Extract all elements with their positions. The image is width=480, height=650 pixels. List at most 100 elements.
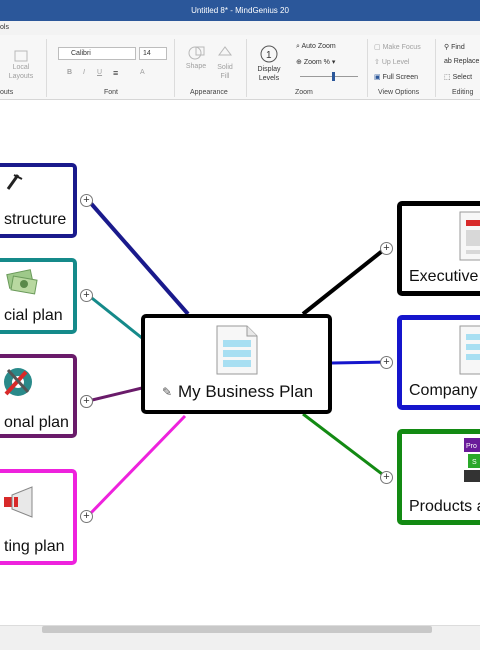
connector-left-1: [86, 198, 190, 316]
auto-zoom-label: Auto Zoom: [301, 43, 336, 50]
display-levels-icon: 1: [260, 45, 278, 63]
display-levels-label: Display Levels: [257, 66, 281, 82]
expand-button-executive-summary[interactable]: +: [380, 242, 393, 255]
product-puzzle-icon: Pro S: [464, 438, 480, 482]
mind-map-canvas[interactable]: ✎ My Business Plan + structure + cial pl…: [0, 101, 480, 625]
group-label-font: Font: [104, 89, 119, 96]
separator: [174, 39, 175, 97]
separator: [367, 39, 368, 97]
font-size-select[interactable]: 14: [139, 47, 167, 60]
branch-label-company: Company: [409, 382, 478, 399]
italic-button[interactable]: I: [83, 69, 85, 76]
document-icon: [459, 211, 480, 261]
make-focus-button[interactable]: ▢ Make Focus: [374, 43, 421, 51]
font-name-value: Calibri: [71, 50, 91, 57]
local-layouts-label: Local Layouts: [8, 64, 34, 80]
zoom-percent-button[interactable]: ⊕ Zoom % ▾: [296, 58, 335, 66]
branch-label-structure: structure: [4, 211, 67, 228]
title-bar: Untitled 8* - MindGenius 20: [0, 0, 480, 21]
select-button[interactable]: ⬚ Select: [444, 73, 472, 81]
branch-label-financial-plan: cial plan: [4, 307, 63, 324]
ribbon-tab-strip: ols: [0, 21, 480, 35]
svg-text:Pro: Pro: [466, 443, 477, 450]
group-label-appearance: Appearance: [190, 89, 228, 96]
connector-right-3: [302, 412, 387, 479]
solid-fill-button[interactable]: Solid Fill: [212, 43, 238, 81]
up-level-icon: ⇧: [374, 59, 380, 66]
shape-icon: [188, 46, 205, 60]
status-bar: [0, 625, 480, 650]
expand-button-operational-plan[interactable]: +: [80, 395, 93, 408]
connector-right-1: [301, 246, 388, 316]
expand-button-financial-plan[interactable]: +: [80, 289, 93, 302]
tab-tools-partial[interactable]: ols: [0, 24, 9, 31]
connector-right-2: [331, 360, 387, 365]
zoom-percent-label: Zoom %: [303, 59, 330, 66]
group-label-view-options: View Options: [378, 89, 420, 96]
central-topic-node[interactable]: ✎ My Business Plan: [141, 314, 332, 414]
ribbon: Local Layouts outs Calibri 14 B I U ≡ A …: [0, 35, 480, 100]
branch-node-executive-summary[interactable]: Executive: [397, 201, 480, 296]
font-size-value: 14: [143, 50, 151, 57]
zoom-slider-thumb[interactable]: [332, 72, 335, 81]
expand-button-products[interactable]: +: [380, 471, 393, 484]
replace-button[interactable]: ab Replace: [444, 58, 479, 65]
money-icon: [6, 269, 38, 295]
shape-button[interactable]: Shape: [184, 43, 208, 70]
connector-left-3: [87, 386, 143, 403]
branch-node-structure[interactable]: structure: [0, 163, 77, 238]
find-button[interactable]: ⚲ Find: [444, 43, 465, 51]
branch-node-company[interactable]: Company: [397, 315, 480, 410]
full-screen-icon: ▣: [374, 74, 381, 81]
chevron-down-icon: ▾: [331, 59, 336, 66]
branch-label-marketing-plan: ting plan: [4, 538, 65, 555]
central-topic-label: My Business Plan: [178, 382, 314, 401]
separator: [435, 39, 436, 97]
group-label-zoom: Zoom: [295, 89, 313, 96]
zoom-slider[interactable]: [300, 72, 358, 81]
connector-left-2: [87, 293, 143, 340]
group-label-layouts: outs: [0, 89, 14, 96]
binoculars-icon: ⚲: [444, 44, 450, 51]
solid-fill-label: Solid Fill: [217, 64, 233, 80]
zoom-search-icon: ⌕: [296, 43, 300, 50]
find-label: Find: [451, 44, 465, 51]
megaphone-icon: [4, 486, 33, 518]
local-layouts-button[interactable]: Local Layouts: [4, 49, 38, 81]
tools-icon: [6, 174, 23, 190]
align-button[interactable]: ≡: [113, 68, 119, 78]
expand-button-company[interactable]: +: [380, 356, 393, 369]
select-icon: ⬚: [444, 74, 451, 81]
svg-text:S: S: [472, 459, 477, 466]
bold-button[interactable]: B: [67, 69, 73, 76]
auto-zoom-button[interactable]: ⌕ Auto Zoom: [296, 43, 336, 51]
branch-node-products[interactable]: Pro S Products a: [397, 429, 480, 525]
font-name-select[interactable]: Calibri: [58, 47, 136, 60]
font-color-button[interactable]: A: [140, 69, 145, 76]
make-focus-label: Make Focus: [382, 44, 421, 51]
up-level-button[interactable]: ⇧ Up Level: [374, 58, 409, 66]
expand-button-marketing-plan[interactable]: +: [80, 510, 93, 523]
horizontal-scrollbar[interactable]: [42, 626, 432, 633]
replace-label: Replace: [453, 58, 480, 65]
document-icon: [216, 325, 258, 375]
branch-node-financial-plan[interactable]: cial plan: [0, 258, 77, 334]
branch-label-products: Products a: [409, 498, 480, 515]
branch-node-marketing-plan[interactable]: ting plan: [0, 469, 77, 565]
group-label-editing: Editing: [452, 89, 474, 96]
branch-label-operational-plan: onal plan: [4, 414, 69, 431]
pencil-icon[interactable]: ✎: [162, 385, 173, 399]
branch-connectors: [86, 198, 388, 518]
branch-node-operational-plan[interactable]: onal plan: [0, 354, 77, 438]
select-label: Select: [452, 74, 473, 81]
underline-button[interactable]: U: [97, 69, 103, 76]
replace-icon: ab: [444, 58, 452, 65]
document-icon: [459, 325, 480, 375]
window-title: Untitled 8* - MindGenius 20: [191, 6, 289, 15]
display-levels-button[interactable]: 1 Display Levels: [252, 43, 286, 83]
zoom-percent-icon: ⊕: [296, 59, 302, 66]
branch-label-executive-summary: Executive: [409, 268, 479, 285]
separator: [46, 39, 47, 97]
expand-button-structure[interactable]: +: [80, 194, 93, 207]
full-screen-button[interactable]: ▣ Full Screen: [374, 73, 418, 81]
